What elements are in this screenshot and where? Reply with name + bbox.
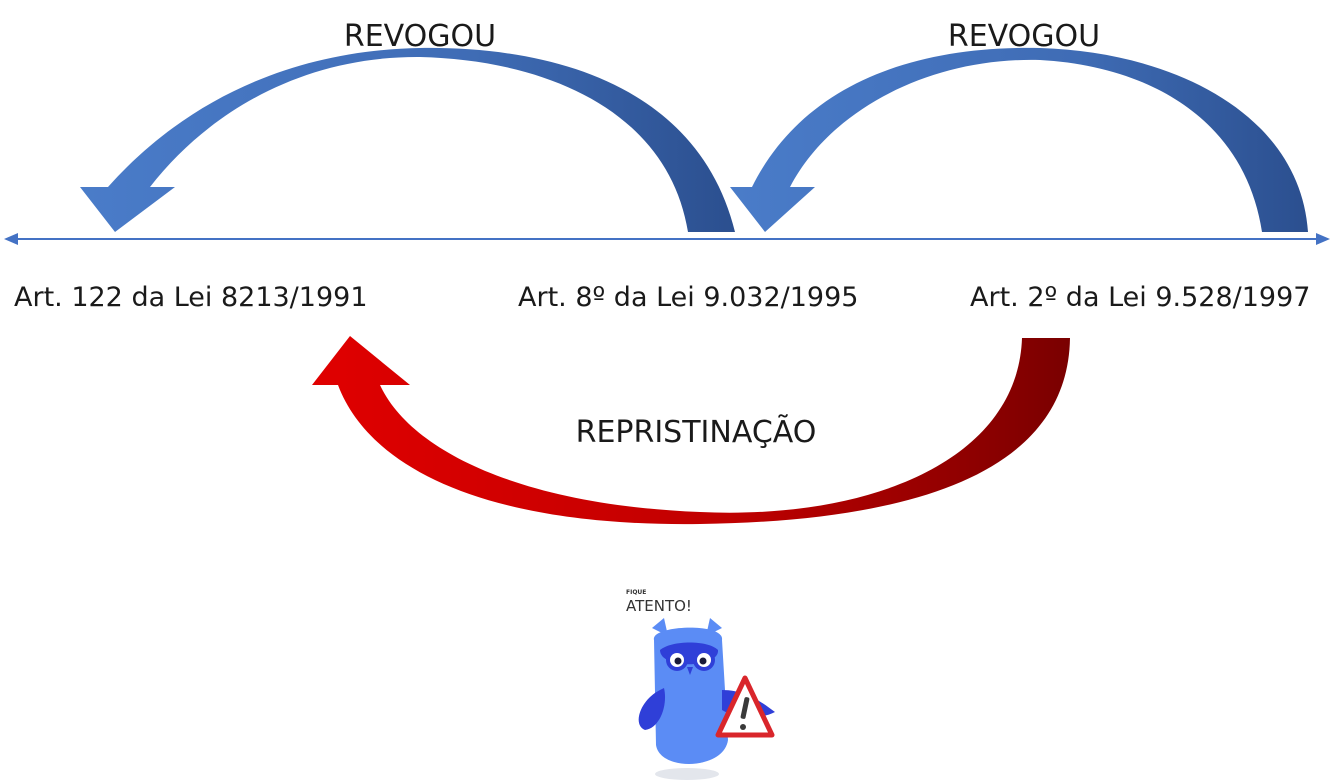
owl-mascot-icon: FIQUE ATENTO! (626, 589, 775, 780)
right-revoke-label: REVOGOU (948, 19, 1100, 54)
right-revoke-arrow (730, 47, 1308, 232)
repristination-label: REPRISTINAÇÃO (576, 414, 817, 450)
warning-triangle-icon (715, 675, 775, 738)
law-art-8: Art. 8º da Lei 9.032/1995 (518, 282, 858, 313)
timeline-right-arrowhead (1316, 233, 1330, 245)
mascot-small-text: FIQUE (626, 589, 646, 596)
mascot-big-text: ATENTO! (626, 597, 692, 615)
left-revoke-label: REVOGOU (344, 19, 496, 54)
law-art-2: Art. 2º da Lei 9.528/1997 (970, 282, 1310, 313)
timeline (4, 233, 1330, 245)
timeline-left-arrowhead (4, 233, 18, 245)
law-art-122: Art. 122 da Lei 8213/1991 (14, 282, 368, 313)
left-revoke-arrow (80, 47, 735, 233)
